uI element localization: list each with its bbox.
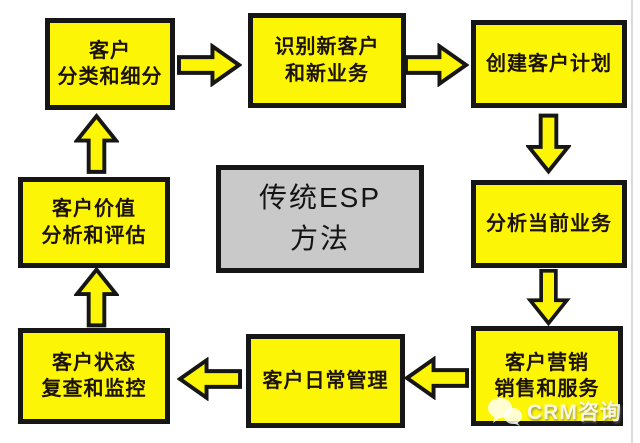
node-line: 客户日常管理 xyxy=(262,369,389,392)
arrow-status-to-value-icon xyxy=(74,266,119,328)
arrow-classify-to-identify-icon xyxy=(177,43,242,87)
arrow-marketing-to-daily-icon xyxy=(404,356,469,400)
arrow-daily-to-status-icon xyxy=(177,357,242,401)
node-line: 分类和细分 xyxy=(57,66,163,88)
center-method-box: 传统ESP 方法 xyxy=(216,165,424,273)
node-line: 创建客户计划 xyxy=(486,52,612,75)
arrow-analyze-to-marketing-icon xyxy=(526,269,571,326)
node-line: 客户价值 xyxy=(52,198,136,221)
center-line: 方法 xyxy=(289,223,350,254)
node-line: 客户 xyxy=(89,39,131,62)
node-line: 分析和评估 xyxy=(41,224,147,247)
node-line: 复查和监控 xyxy=(41,378,147,400)
center-line: 传统ESP xyxy=(258,182,382,214)
node-customer-classification: 客户 分类和细分 xyxy=(45,18,175,110)
node-daily-customer-management: 客户日常管理 xyxy=(246,334,405,428)
node-analyze-current-business: 分析当前业务 xyxy=(471,180,627,268)
node-line: 客户状态 xyxy=(52,351,136,374)
node-customer-marketing-sales-service: 客户营销 销售和服务 xyxy=(471,326,623,426)
node-line: 分析当前业务 xyxy=(486,212,612,235)
arrow-value-to-classify-icon xyxy=(74,110,119,177)
node-line: 销售和服务 xyxy=(494,378,600,400)
image-edge-divider xyxy=(631,0,633,443)
node-identify-new-customers: 识别新客户 和新业务 xyxy=(248,13,406,108)
arrow-plan-to-analyze-icon xyxy=(526,110,571,178)
node-create-customer-plan: 创建客户计划 xyxy=(471,20,627,108)
node-customer-value-analysis: 客户价值 分析和评估 xyxy=(18,177,170,268)
arrow-identify-to-plan-icon xyxy=(404,43,469,87)
node-customer-status-review: 客户状态 复查和监控 xyxy=(18,328,170,424)
node-line: 客户营销 xyxy=(505,351,589,374)
node-line: 和新业务 xyxy=(285,62,369,85)
node-line: 识别新客户 xyxy=(274,36,380,59)
